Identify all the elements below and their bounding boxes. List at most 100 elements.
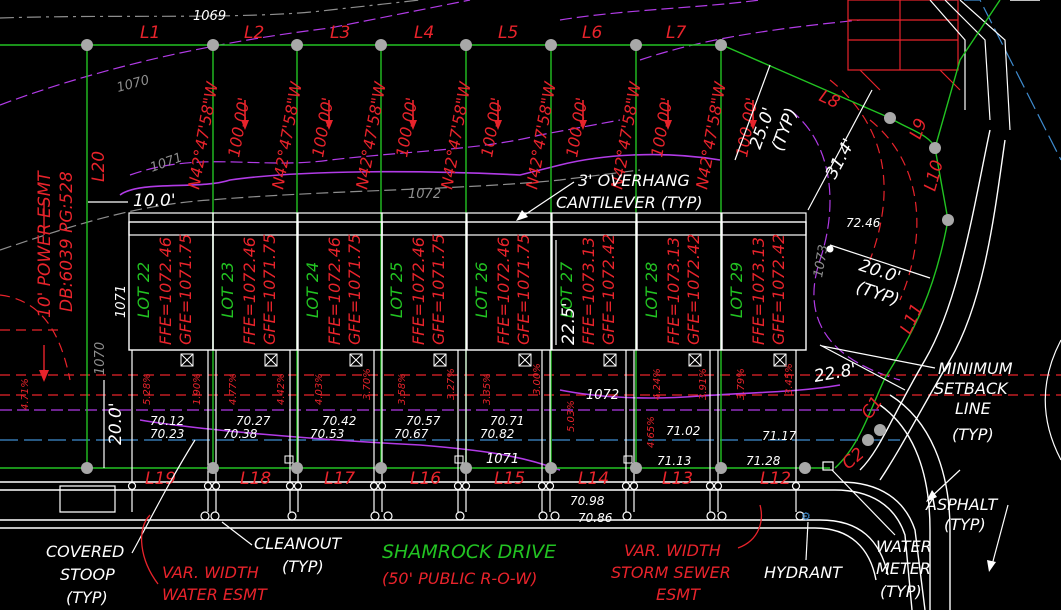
lot-gfe: GFE=1072.42 xyxy=(769,234,788,345)
water-service xyxy=(285,481,295,491)
cleanout-label-1: CLEANOUT xyxy=(254,534,342,553)
stoop-callout: COVERED STOOP (TYP) xyxy=(46,439,196,607)
cleanout xyxy=(383,511,393,521)
spot-elev: 70.57 xyxy=(406,414,441,428)
segment-label: L15 xyxy=(494,469,525,489)
meter-box xyxy=(180,353,194,367)
corner-node xyxy=(862,434,874,446)
lot-ffe: FFE=1073.13 xyxy=(579,237,598,345)
slope-label: 4.24% xyxy=(652,368,663,400)
easement-line2: DB:6039 PG:528 xyxy=(57,171,77,312)
meter-box xyxy=(454,455,464,464)
existing-structure xyxy=(847,0,1011,131)
lot-ffe: FFE=1072.46 xyxy=(325,237,344,345)
storm-label-1: VAR. WIDTH xyxy=(624,541,721,560)
water-esmt-label-2: WATER ESMT xyxy=(162,585,268,604)
meter-callout: WATER METER (TYP) xyxy=(822,461,932,601)
property-corners xyxy=(81,39,954,474)
easement-line1: 10' POWER ESMT xyxy=(35,170,55,318)
slope-label: 3.27% xyxy=(446,368,457,400)
spot-elev: 71.13 xyxy=(657,454,691,468)
corner-node xyxy=(81,462,93,474)
slope-label: 5.28% xyxy=(142,373,153,405)
meter-box xyxy=(349,353,363,367)
lot-gfe: GFE=1072.42 xyxy=(684,234,703,345)
lot-gfe: GFE=1071.75 xyxy=(260,234,279,345)
property-lines xyxy=(0,0,1001,469)
setback-label-3: LINE xyxy=(955,399,992,418)
lot-gfe: GFE=1071.75 xyxy=(429,234,448,345)
power-easement: 10' POWER ESMT DB:6039 PG:528 xyxy=(35,170,77,382)
slope-label: 4.65% xyxy=(646,416,657,448)
water-service xyxy=(461,481,471,491)
corner-node xyxy=(545,462,557,474)
corner-node xyxy=(375,39,387,51)
water-service xyxy=(705,481,715,491)
storm-label-2: STORM SEWER xyxy=(611,563,731,582)
contour-label: 1069 xyxy=(193,9,226,24)
segment-label: L7 xyxy=(666,23,686,43)
corner-node xyxy=(207,39,219,51)
cleanout xyxy=(795,511,805,521)
covered-stoop xyxy=(59,485,116,513)
slope-label: 3.00% xyxy=(532,363,543,395)
lot-ffe: FFE=1073.13 xyxy=(749,237,768,345)
spot-elev: 70.27 xyxy=(236,414,271,428)
meter-label-2: METER xyxy=(876,559,931,578)
overhang-label-1: 3' OVERHANG xyxy=(578,171,690,190)
lot-name: LOT 29 xyxy=(727,262,746,318)
lot-name: LOT 26 xyxy=(472,262,491,318)
contour-label: 1071 xyxy=(114,285,129,318)
spot-elev: 70.12 xyxy=(150,414,184,428)
house-outline xyxy=(551,221,637,351)
water-service xyxy=(621,481,631,491)
spot-elev: 70.38 xyxy=(223,427,258,441)
water-service xyxy=(377,481,387,491)
stoop-label-1: COVERED xyxy=(46,542,124,561)
profile-line xyxy=(119,153,841,471)
contour-label: 1072 xyxy=(586,388,619,403)
segment-label: L17 xyxy=(324,469,355,489)
slope-label: 5.03% xyxy=(566,400,577,432)
corner-node xyxy=(884,112,896,124)
lot-ffe: FFE=1072.46 xyxy=(156,237,175,345)
contour-label: 1070 xyxy=(93,342,108,375)
meter-box xyxy=(284,455,294,464)
lot-gfe: GFE=1071.75 xyxy=(345,234,364,345)
contour-label: 1072 xyxy=(408,187,441,202)
spot-elev: 70.42 xyxy=(322,414,356,428)
cleanout xyxy=(200,511,210,521)
house-outline xyxy=(721,221,807,351)
asphalt-label-2: (TYP) xyxy=(944,515,986,534)
corner-node xyxy=(874,424,886,436)
cleanout xyxy=(622,511,632,521)
lot-name: LOT 23 xyxy=(218,262,237,318)
water-service xyxy=(545,481,555,491)
cleanout xyxy=(287,511,297,521)
meter-box xyxy=(688,353,702,367)
house-outline xyxy=(381,221,467,351)
cleanout-callout: CLEANOUT (TYP) xyxy=(221,521,342,576)
corner-node xyxy=(291,462,303,474)
lot-ffe: FFE=1072.46 xyxy=(494,237,513,345)
cleanout xyxy=(370,511,380,521)
spot-elev: 70.86 xyxy=(578,511,613,525)
lot-ffe: FFE=1073.13 xyxy=(664,237,683,345)
lot-name: LOT 27 xyxy=(557,261,576,318)
storm-label-3: ESMT xyxy=(656,585,701,604)
water-service xyxy=(293,481,303,491)
corner-node xyxy=(291,39,303,51)
water-easement-callout: VAR. WIDTH WATER ESMT xyxy=(140,514,268,604)
spot-elev: 71.17 xyxy=(762,429,797,443)
service-laterals xyxy=(59,350,805,521)
asphalt-callout: ASPHALT (TYP) xyxy=(925,469,1009,572)
setback-label-1: MINIMUM xyxy=(938,359,1013,378)
street-name: SHAMROCK DRIVE xyxy=(382,541,556,563)
water-service xyxy=(453,481,463,491)
